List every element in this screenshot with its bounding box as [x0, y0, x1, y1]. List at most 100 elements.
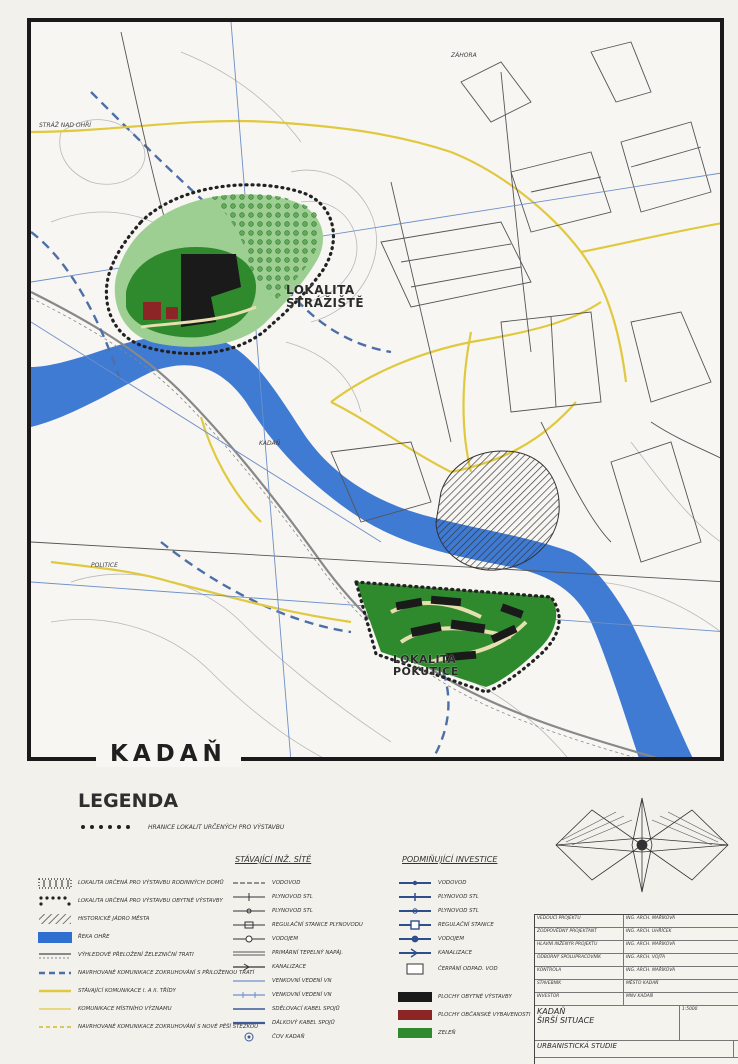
- legend-existing-item: PLYNOVOD STL: [232, 904, 313, 918]
- legend-item-historic: HISTORICKÉ JÁDRO MĚSTA: [38, 912, 149, 926]
- legend-item-obytna: LOKALITA URČENÁ PRO VÝSTAVBU OBYTNÉ VÝST…: [38, 894, 223, 908]
- gas-line-icon: [233, 908, 265, 914]
- place-label-straz: STRÁŽ NAD OHŘÍ: [39, 122, 92, 129]
- telecom-cable-icon: [233, 1021, 265, 1025]
- pumping-station-icon: [406, 963, 424, 975]
- place-label-zahora: ZÁHORA: [451, 52, 477, 59]
- legend-planned-item: PLOCHY OBČANSKÉ VYBAVENOSTI: [398, 1008, 530, 1022]
- legend-planned-item: PLYNOVOD STL: [398, 904, 479, 918]
- place-label-politice: POLITICE: [91, 562, 118, 569]
- sewer-icon: [399, 948, 431, 958]
- place-label-kadan: KADAŇ: [259, 440, 281, 447]
- legend-planned-item: VODOJEM: [398, 932, 464, 946]
- power-line-icon: [233, 980, 265, 982]
- title-block-drawing-name: ŠIRŠÍ SITUACE: [537, 1016, 595, 1025]
- greenery-swatch-icon: [398, 1028, 432, 1038]
- title-block-city: KADAŇ: [537, 1007, 566, 1016]
- river-swatch-icon: [38, 931, 72, 943]
- legend-text: NAVRHOVANÉ KOMUNIKACE ZOKRUHOVÁNÍ S NOVÉ…: [78, 1024, 259, 1030]
- hatch-icon: [39, 914, 71, 924]
- legend-item-footpath: NAVRHOVANÉ KOMUNIKACE ZOKRUHOVÁNÍ S NOVÉ…: [38, 1020, 258, 1034]
- legend-existing-item: PRIMÁRNÍ TEPELNÝ NAPÁJ.: [232, 946, 343, 960]
- civic-swatch-icon: [398, 1010, 432, 1020]
- legend-existing-item: VENKOVNÍ VEDENÍ VN: [232, 974, 332, 988]
- power-line-icon: [233, 992, 265, 998]
- footpath-icon: [39, 1026, 71, 1028]
- legend-item-railway: VÝHLEDOVÉ PŘELOŽENÍ ŽELEZNIČNÍ TRATI: [38, 948, 194, 962]
- locality-label-strazitse: LOKALITA STRÁŽIŠTĚ: [286, 283, 365, 310]
- railway-icon: [39, 953, 71, 959]
- legend-planned-item: REGULAČNÍ STANICE: [398, 918, 494, 932]
- gas-line-icon: [233, 893, 265, 901]
- locality-label-pokutice: LOKALITA POKUTICE: [393, 653, 459, 678]
- legend-title: LEGENDA: [78, 790, 179, 812]
- proposed-roads: [31, 91, 450, 757]
- proposed-road-icon: [39, 971, 71, 975]
- water-main-icon: [399, 880, 431, 886]
- contour-lines: [50, 51, 720, 757]
- legend-item-road-main: STÁVAJÍCÍ KOMUNIKACE I. A II. TŘÍDY: [38, 984, 176, 998]
- legend-existing-item: SDĚLOVACÍ KABEL SPOJŮ: [232, 1002, 340, 1016]
- legend-boundary-text: HRANICE LOKALIT URČENÝCH PRO VÝSTAVBU: [148, 824, 285, 831]
- historic-core: [435, 450, 560, 571]
- legend-text: HISTORICKÉ JÁDRO MĚSTA: [78, 916, 150, 922]
- north-arrow-icon: [555, 797, 729, 893]
- legend-existing-item: VENKOVNÍ VEDENÍ VN: [232, 988, 332, 1002]
- legend-text: LOKALITA URČENÁ PRO VÝSTAVBU OBYTNÉ VÝST…: [78, 898, 223, 904]
- street-network: [31, 31, 720, 582]
- regulator-icon: [233, 921, 265, 929]
- legend-existing-item: VODOVOD: [232, 876, 300, 890]
- river-ohre: [31, 334, 693, 757]
- gas-line-icon: [399, 893, 431, 901]
- legend-item-proposed: NAVRHOVANÉ KOMUNIKACE ZOKRUHOVÁNÍ S PŘIL…: [38, 966, 254, 980]
- heat-line-icon: [233, 951, 265, 956]
- treatment-plant-icon: [244, 1032, 254, 1042]
- legend-planned-item: ZELEŇ: [398, 1026, 456, 1040]
- locality-strazitse: [104, 183, 336, 356]
- map-drawing: [31, 22, 720, 757]
- legend-text: ŘEKA OHŘE: [78, 934, 110, 940]
- telecom-cable-icon: [233, 1008, 265, 1010]
- legend-planned-item: PLOCHY OBYTNÉ VÝSTAVBY: [398, 990, 512, 1004]
- regulator-icon: [399, 920, 431, 930]
- legend-planned-item: ČERPÁNÍ ODPAD. VOD: [398, 962, 498, 976]
- legend-item-rd: LOKALITA URČENÁ PRO VÝSTAVBU RODINNÝCH D…: [38, 876, 224, 890]
- rd-locality-icon: [38, 878, 72, 889]
- main-road-icon: [39, 989, 71, 993]
- legend-item-road-local: KOMUNIKACE MÍSTNÍHO VÝZNAMU: [38, 1002, 172, 1016]
- legend-existing-item: DÁLKOVÝ KABEL SPOJŮ: [232, 1016, 335, 1030]
- legend-item-river: ŘEKA OHŘE: [38, 930, 110, 944]
- legend-existing-item: KANALIZACE: [232, 960, 306, 974]
- reservoir-icon: [233, 935, 265, 943]
- reservoir-icon: [399, 935, 431, 943]
- locality-pokutice: [353, 580, 561, 694]
- legend-text: NAVRHOVANÉ KOMUNIKACE ZOKRUHOVÁNÍ S PŘIL…: [78, 970, 255, 976]
- legend-existing-item: VODOJEM: [232, 932, 298, 946]
- legend-col-planned: PODMIŇUJÍCÍ INVESTICE: [402, 855, 498, 864]
- legend-planned-item: KANALIZACE: [398, 946, 472, 960]
- title-block-study: URBANISTICKÁ STUDIE: [535, 1041, 738, 1058]
- water-main-icon: [233, 882, 265, 884]
- gas-line-icon: [399, 908, 431, 914]
- sewer-icon: [233, 963, 265, 971]
- legend-existing-item: REGULAČNÍ STANICE PLYNOVODU: [232, 918, 363, 932]
- legend-text: LOKALITA URČENÁ PRO VÝSTAVBU RODINNÝCH D…: [78, 880, 224, 886]
- legend-text: VÝHLEDOVÉ PŘELOŽENÍ ŽELEZNIČNÍ TRATI: [78, 952, 194, 958]
- railway: [31, 291, 658, 757]
- legend-text: STÁVAJÍCÍ KOMUNIKACE I. A II. TŘÍDY: [78, 988, 176, 994]
- legend-existing-item: PLYNOVOD STL: [232, 890, 313, 904]
- title-block-scale: 1:5000: [680, 1006, 738, 1040]
- housing-locality-icon: [39, 896, 71, 906]
- housing-swatch-icon: [398, 992, 432, 1002]
- legend-col-existing: STÁVAJÍCÍ INŽ. SÍTĚ: [235, 855, 312, 864]
- legend-planned-item: PLYNOVOD STL: [398, 890, 479, 904]
- legend-text: KOMUNIKACE MÍSTNÍHO VÝZNAMU: [78, 1006, 172, 1012]
